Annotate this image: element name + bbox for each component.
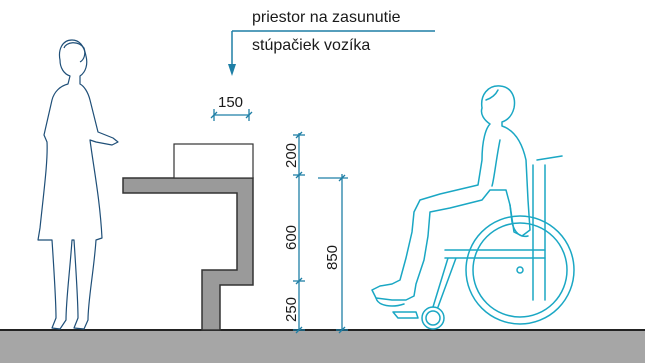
dimension-chain-left — [293, 131, 305, 334]
floor — [0, 329, 645, 363]
counter-raised-top — [173, 143, 254, 179]
dim-label-850: 850 — [324, 245, 341, 270]
dimension-footrest-width — [210, 109, 253, 121]
dim-label-600: 600 — [283, 225, 300, 250]
dimension-counter-height — [318, 174, 348, 334]
annotation-line-2: stúpačiek vozíka — [252, 37, 370, 54]
standing-person-figure — [37, 39, 119, 330]
annotation-line-1: priestor na zasunutie — [252, 9, 401, 26]
annotation-leader — [228, 30, 435, 76]
dim-label-150: 150 — [218, 94, 243, 111]
wheelchair-user-figure — [371, 85, 575, 330]
service-counter — [122, 143, 254, 331]
dim-label-200: 200 — [283, 143, 300, 168]
dim-label-250: 250 — [283, 297, 300, 322]
wheelchair-big-wheel — [465, 215, 575, 325]
